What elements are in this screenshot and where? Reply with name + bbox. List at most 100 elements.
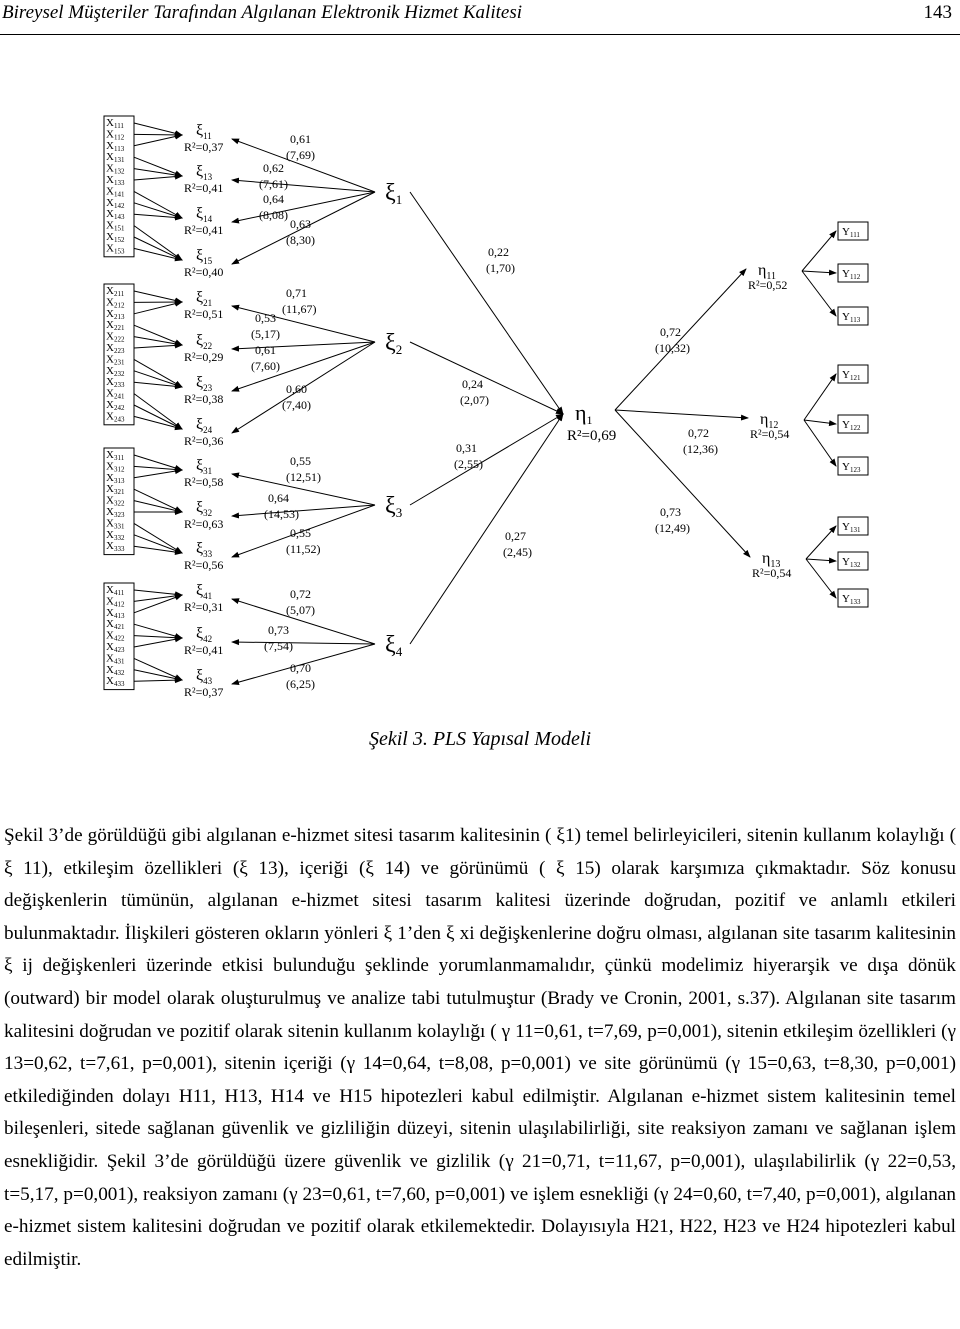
construct-xi-33: ξ33: [196, 540, 213, 559]
construct-r2-xi-42: R²=0,41: [184, 643, 223, 657]
x-to-construct-line: [133, 623, 183, 639]
eta2-to-y-line: [805, 557, 837, 564]
x-indicator-x211: X211: [106, 285, 125, 298]
x-to-construct-line: [133, 336, 183, 347]
y-indicator-y133: Y133: [842, 593, 861, 606]
eta-13-construct: η13: [762, 550, 780, 570]
x-to-construct-line: [133, 290, 183, 304]
x-indicator-x313: X313: [106, 472, 125, 485]
xi-to-eta1-tvalue: (2,07): [460, 393, 489, 407]
path-tvalue-label: (5,17): [251, 327, 280, 341]
x-to-construct-line: [133, 488, 183, 513]
x-indicator-box-4: [103, 582, 135, 691]
y-indicator-y122: Y122: [842, 419, 861, 432]
x-to-construct-line: [133, 168, 183, 178]
x-indicator-x421: X421: [106, 618, 125, 631]
construct-r2-xi-11: R²=0,37: [184, 140, 223, 154]
x-indicator-x411: X411: [106, 584, 125, 597]
eta1-to-eta2-line: [614, 268, 747, 411]
second-order-to-construct-line: [231, 191, 376, 224]
x-to-construct-line: [133, 404, 183, 430]
x-indicator-x222: X222: [106, 331, 125, 344]
x-indicator-x243: X243: [106, 410, 125, 423]
y-indicator-box-y113: [837, 306, 869, 326]
y-indicator-y123: Y123: [842, 461, 861, 474]
x-indicator-x241: X241: [106, 388, 125, 401]
eta-12-construct: η12: [760, 411, 778, 431]
x-to-construct-line: [133, 589, 183, 598]
path-tvalue-label: (7,40): [282, 398, 311, 412]
construct-r2-xi-15: R²=0,40: [184, 265, 223, 279]
x-indicator-x221: X221: [106, 319, 125, 332]
x-indicator-x432: X432: [106, 664, 125, 677]
eta2-to-y-line: [803, 419, 837, 427]
y-indicator-y131: Y131: [842, 521, 861, 534]
x-to-construct-line: [133, 636, 183, 648]
construct-r2-xi-22: R²=0,29: [184, 350, 223, 364]
construct-xi-23: ξ23: [196, 374, 213, 393]
pls-structural-model-diagram: X111X112X113X131X132X133X141X142X143X151…: [103, 115, 869, 699]
x-indicator-x151: X151: [106, 220, 125, 233]
x-indicator-x423: X423: [106, 641, 125, 654]
path-coefficient-label: 0,61: [290, 132, 311, 146]
second-order-xi-1: ξ1: [385, 180, 402, 207]
path-tvalue-label: (11,52): [286, 542, 321, 556]
x-indicator-x233: X233: [106, 376, 125, 389]
y-indicator-box-y122: [837, 414, 869, 434]
running-title: Bireysel Müşteriler Tarafından Algılanan…: [2, 2, 523, 23]
path-tvalue-label: (7,60): [251, 359, 280, 373]
xi-to-eta1-coefficient: 0,31: [456, 441, 477, 455]
x-to-construct-line: [133, 545, 183, 555]
x-indicator-x141: X141: [106, 185, 125, 198]
x-to-construct-line: [133, 300, 183, 315]
figure-caption: Şekil 3. PLS Yapısal Modeli: [368, 728, 592, 750]
construct-xi-42: ξ42: [196, 625, 212, 644]
x-indicator-x142: X142: [106, 197, 125, 210]
x-indicator-x413: X413: [106, 607, 125, 620]
x-indicator-x422: X422: [106, 630, 125, 643]
xi-to-eta1-tvalue: (2,45): [503, 545, 532, 559]
xi-to-eta1-line: [409, 341, 564, 415]
x-indicator-x242: X242: [106, 399, 125, 412]
construct-xi-11: ξ11: [196, 122, 212, 141]
x-to-construct-line: [133, 657, 183, 681]
path-tvalue-label: (8,08): [259, 208, 288, 222]
x-to-construct-line: [133, 202, 183, 219]
construct-xi-41: ξ41: [196, 582, 212, 601]
xi-to-eta1-coefficient: 0,27: [505, 529, 526, 543]
page-number: 143: [923, 2, 953, 23]
construct-r2-xi-32: R²=0,63: [184, 517, 223, 531]
xi-to-eta1-coefficient: 0,24: [462, 377, 483, 391]
eta-1-construct: η1: [575, 400, 593, 427]
xi-to-eta1-line: [409, 413, 564, 506]
x-to-construct-line: [133, 465, 183, 473]
x-indicator-box-3: [103, 447, 135, 556]
second-order-to-construct-line: [231, 191, 376, 265]
eta-1-r2: R²=0,69: [567, 428, 616, 444]
xi-to-eta1-line: [409, 413, 564, 645]
second-order-to-construct-line: [231, 504, 376, 558]
eta2-to-y-line: [805, 525, 837, 560]
x-indicator-x232: X232: [106, 365, 125, 378]
second-order-to-construct-line: [231, 341, 376, 352]
construct-xi-22: ξ22: [196, 332, 212, 351]
xi-to-eta1-tvalue: (1,70): [486, 261, 515, 275]
eta1-to-eta2-tvalue: (12,49): [655, 521, 690, 535]
construct-xi-13: ξ13: [196, 163, 213, 182]
path-tvalue-label: (7,69): [286, 148, 315, 162]
x-to-construct-line: [133, 122, 183, 137]
x-to-construct-line: [133, 156, 183, 177]
xi-to-eta1-tvalue: (2,55): [454, 457, 483, 471]
eta1-to-eta2-line: [614, 409, 749, 421]
path-coefficient-label: 0,55: [290, 526, 311, 540]
path-tvalue-label: (6,25): [286, 677, 315, 691]
second-order-to-construct-line: [231, 341, 376, 392]
x-indicator-x431: X431: [106, 652, 125, 665]
x-indicator-x212: X212: [106, 296, 125, 309]
x-to-construct-line: [133, 131, 183, 138]
construct-r2-xi-33: R²=0,56: [184, 558, 223, 572]
x-to-construct-line: [133, 190, 183, 219]
x-to-construct-line: [133, 236, 183, 261]
eta1-to-eta2-line: [614, 409, 751, 558]
path-coefficient-label: 0,60: [286, 382, 307, 396]
